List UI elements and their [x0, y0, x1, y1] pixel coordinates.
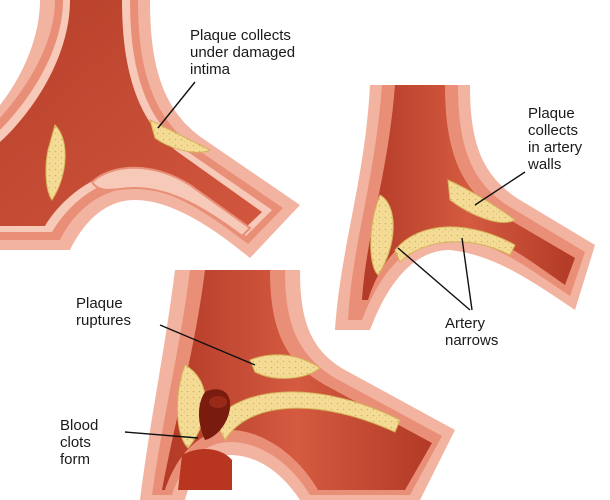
leader-line [398, 248, 470, 310]
clot-lumen [178, 449, 232, 490]
artery-panel-bottom [125, 270, 455, 500]
blood-clot [209, 396, 227, 408]
